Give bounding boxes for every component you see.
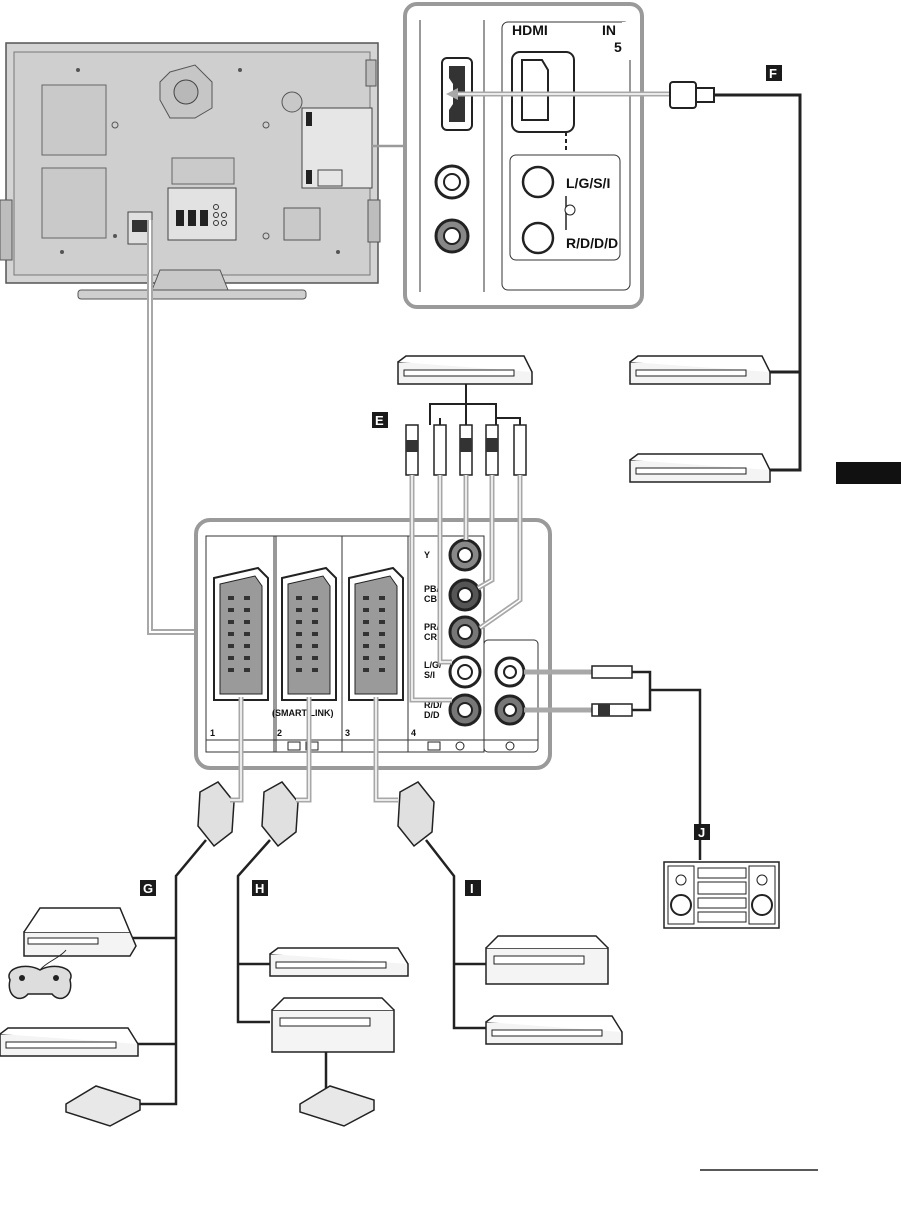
- pb-label-2: CB: [424, 594, 437, 604]
- hdmi-in-label: IN: [602, 22, 616, 38]
- port-3-label: 3: [345, 728, 350, 738]
- tv-rear-icon: [0, 43, 380, 299]
- game-console-icon: [9, 908, 136, 998]
- scart-socket-3: [349, 568, 403, 700]
- port-2-label: 2: [277, 728, 282, 738]
- scart-socket-1: [214, 568, 268, 700]
- smartlink-label: (SMART LINK): [272, 708, 334, 718]
- callout-J: J: [694, 824, 710, 840]
- callout-G: G: [140, 880, 156, 896]
- decoder-icon: [66, 1086, 374, 1126]
- rca-plug-icon: [406, 425, 526, 475]
- pb-label-1: PB/: [424, 584, 440, 594]
- vcr-icon: [270, 948, 408, 1052]
- callout-H: H: [252, 880, 268, 896]
- hdmi-panel: HDMI IN 5 L/G/S/I R/D/D/D: [405, 4, 642, 307]
- port-1-label: 1: [210, 728, 215, 738]
- hifi-system-icon: [664, 862, 779, 928]
- svg-text:F: F: [769, 66, 777, 81]
- audio-l-label-2: S/I: [424, 670, 435, 680]
- vcr-icon: [486, 936, 622, 1044]
- callout-F: F: [766, 65, 782, 81]
- component-cables: [406, 384, 526, 475]
- hdmi-port-number: 5: [614, 39, 622, 55]
- dvd-player-icon: [0, 1028, 138, 1056]
- svg-text:J: J: [698, 825, 705, 840]
- svg-text:G: G: [143, 881, 153, 896]
- y-label: Y: [424, 550, 430, 560]
- callout-I: I: [465, 880, 481, 896]
- dvd-player-icon: [398, 356, 770, 482]
- hdmi-logo: HDMI: [512, 22, 548, 38]
- section-tab: [836, 462, 901, 484]
- svg-text:I: I: [470, 881, 474, 896]
- scart-socket-2: [282, 568, 336, 700]
- scart-plug-icon: [198, 782, 434, 846]
- svg-text:E: E: [375, 413, 384, 428]
- pr-label-2: CR: [424, 632, 437, 642]
- rear-panel: 1 2 3 4 (SMART LINK) Y PB/ CB PR/ CR L/G…: [196, 520, 550, 768]
- hdmi-audio-left-label: L/G/S/I: [566, 175, 610, 191]
- pr-label-1: PR/: [424, 622, 440, 632]
- audio-r-label-2: D/D: [424, 710, 440, 720]
- port-4-label: 4: [411, 728, 416, 738]
- callout-E: E: [372, 412, 388, 428]
- svg-text:H: H: [255, 881, 264, 896]
- hdmi-audio-right-label: R/D/D/D: [566, 235, 618, 251]
